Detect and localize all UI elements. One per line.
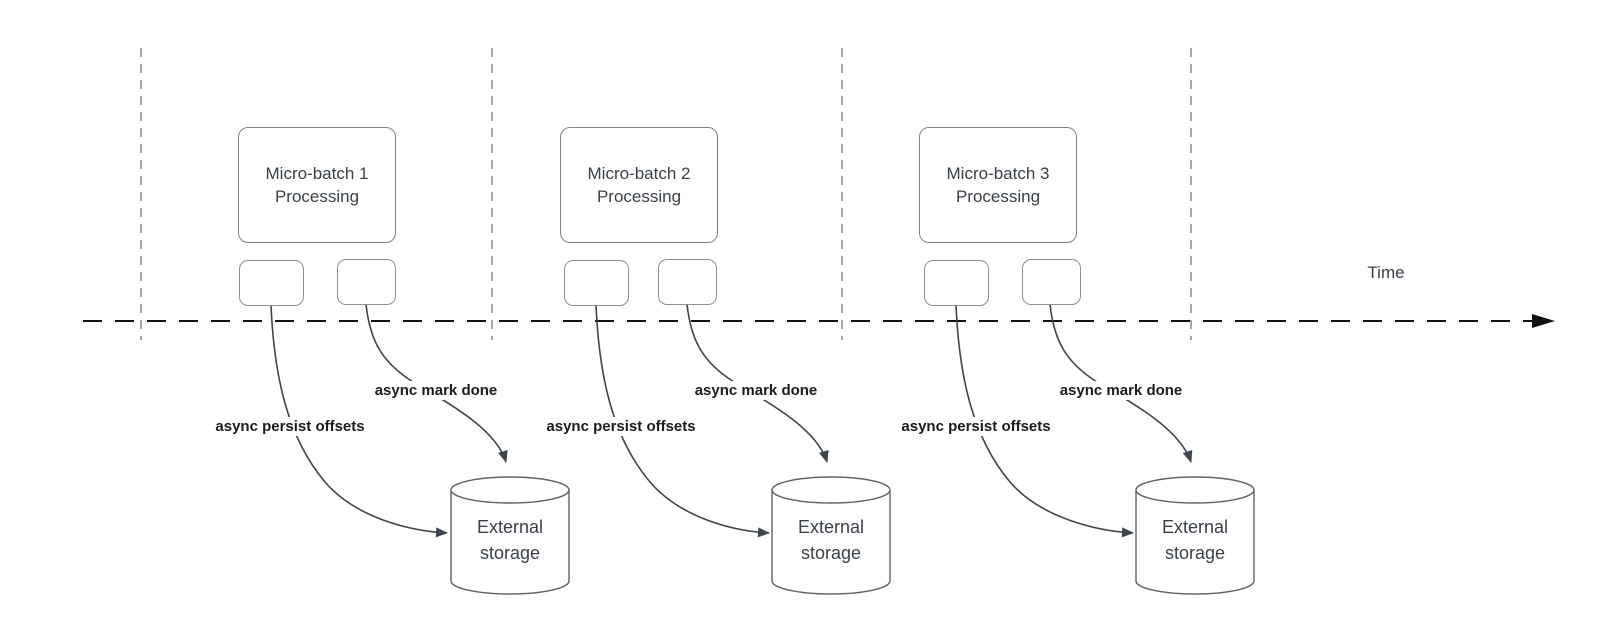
- micro-batch-1-processing-box: Micro-batch 1 Processing: [238, 127, 396, 243]
- persist-offsets-arrow-1: [270, 304, 448, 538]
- external-storage-cylinder-2: [771, 476, 891, 595]
- async-task-box-markdone-3: [1022, 259, 1081, 305]
- external-storage-label-1: External storage: [476, 517, 544, 563]
- micro-batch-3-processing-box: Micro-batch 3 Processing: [919, 127, 1077, 243]
- persist-offsets-label-1: async persist offsets: [212, 417, 368, 436]
- async-task-box-persist-3: [924, 260, 989, 306]
- external-storage-label-2: External storage: [797, 517, 865, 563]
- external-storage-cylinder-1: [450, 476, 570, 595]
- micro-batch-2-title: Micro-batch 2 Processing: [587, 164, 691, 206]
- async-task-box-persist-2: [564, 260, 629, 306]
- mark-done-label-2: async mark done: [691, 381, 821, 400]
- external-storage-label-3: External storage: [1161, 517, 1229, 563]
- persist-offsets-arrow-3: [955, 304, 1134, 538]
- external-storage-cylinder-3: [1135, 476, 1255, 595]
- mark-done-label-3: async mark done: [1056, 381, 1186, 400]
- micro-batch-1-title: Micro-batch 1 Processing: [265, 164, 369, 206]
- time-label: Time: [1367, 263, 1405, 282]
- persist-offsets-label-2: async persist offsets: [543, 417, 699, 436]
- micro-batch-2-processing-box: Micro-batch 2 Processing: [560, 127, 718, 243]
- micro-batch-3-title: Micro-batch 3 Processing: [946, 164, 1050, 206]
- async-task-box-markdone-1: [337, 259, 396, 305]
- persist-offsets-label-3: async persist offsets: [898, 417, 1054, 436]
- async-task-box-persist-1: [239, 260, 304, 306]
- persist-offsets-arrow-2: [595, 304, 770, 538]
- mark-done-label-1: async mark done: [371, 381, 501, 400]
- async-task-box-markdone-2: [658, 259, 717, 305]
